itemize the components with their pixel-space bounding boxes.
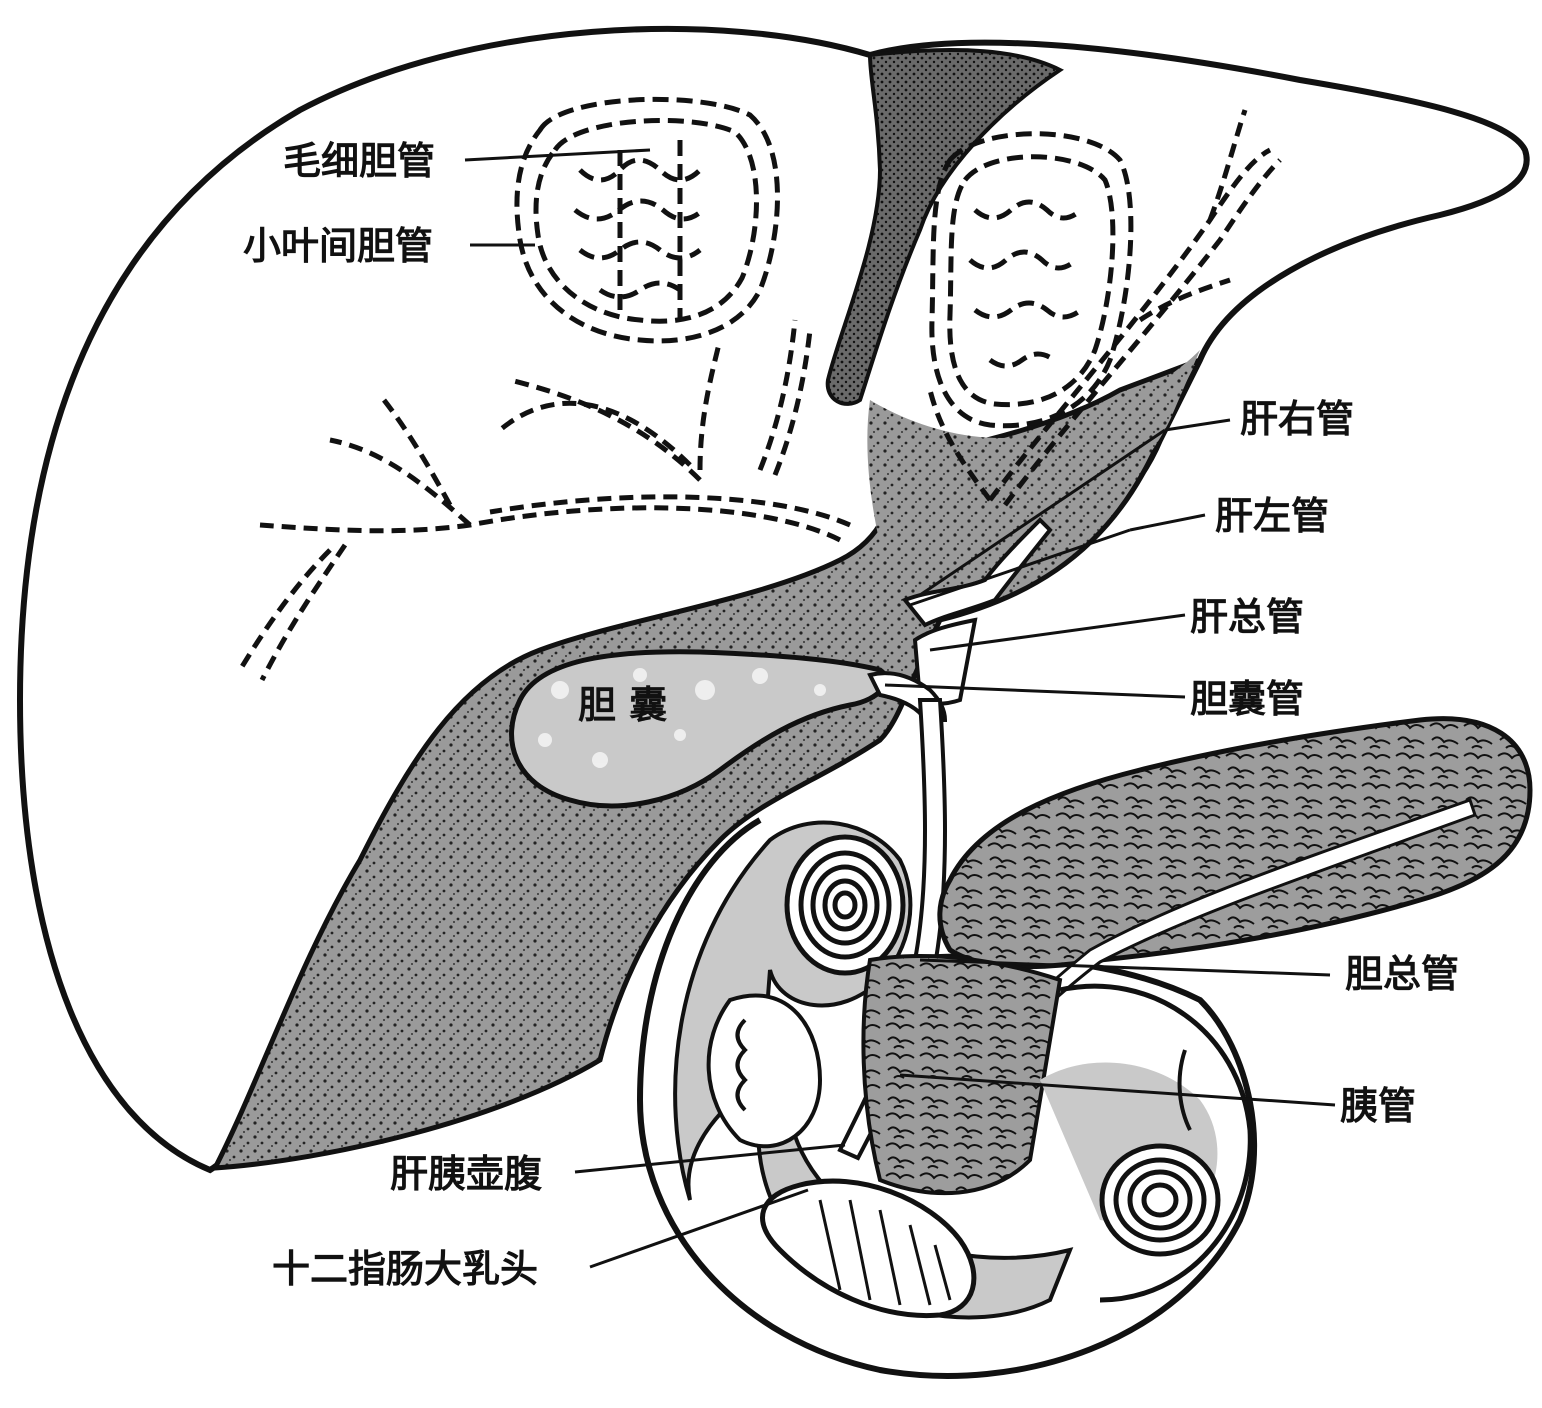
label-left-hepatic-duct: 肝左管	[1215, 497, 1329, 535]
duodenum-lumen	[787, 837, 903, 973]
label-common-hepatic-duct: 肝总管	[1190, 598, 1304, 636]
label-pancreatic-duct: 胰管	[1340, 1087, 1416, 1125]
duodenum-folds	[709, 995, 820, 1146]
label-common-bile-duct: 胆总管	[1345, 955, 1459, 993]
label-hepatopancreatic-ampulla: 肝胰壶腹	[390, 1155, 542, 1193]
label-major-duodenal-papilla: 十二指肠大乳头	[272, 1250, 538, 1288]
label-right-hepatic-duct: 肝右管	[1240, 400, 1354, 438]
pancreas-head	[863, 956, 1060, 1193]
label-cystic-duct: 胆囊管	[1190, 680, 1304, 718]
duct-cross-section	[1102, 1146, 1218, 1254]
pancreas	[940, 719, 1530, 967]
label-capillary-bile-duct: 毛细胆管	[283, 142, 435, 180]
label-gallbladder: 胆 囊	[578, 686, 667, 724]
label-interlobular-bile-duct: 小叶间胆管	[243, 227, 433, 265]
